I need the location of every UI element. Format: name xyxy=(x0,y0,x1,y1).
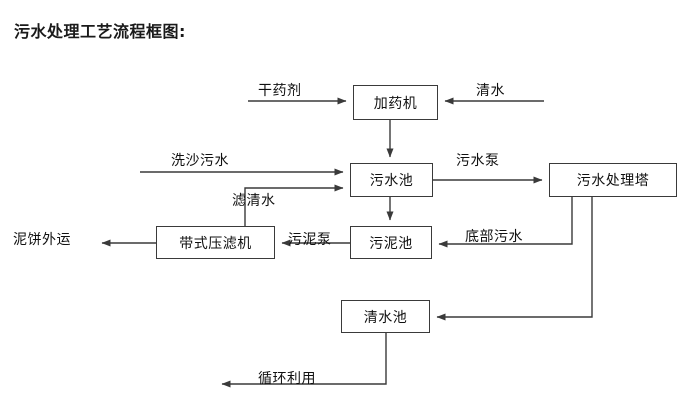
edge-tower-bottom-to-sludge xyxy=(438,197,573,248)
node-dosing-machine[interactable]: 加药机 xyxy=(353,85,438,120)
edge-press-to-wastewater-pool xyxy=(244,184,344,226)
edge-label-dry-reagent: 干药剂 xyxy=(258,83,302,99)
node-label: 清水池 xyxy=(363,309,408,326)
edge-label-sludge-pump: 污泥泵 xyxy=(288,232,332,248)
edge-label-sewage-pump: 污水泵 xyxy=(456,153,500,169)
node-label: 污水处理塔 xyxy=(576,173,650,189)
node-sludge-pool[interactable]: 污泥池 xyxy=(350,226,432,259)
edge-label-clean-water: 清水 xyxy=(476,83,505,99)
edge-clearwater-pool-to-recycle xyxy=(221,333,387,388)
edge-label-bottom-sewage: 底部污水 xyxy=(465,229,523,245)
edge-label-recycle-reuse: 循环利用 xyxy=(258,371,316,387)
node-label: 带式压滤机 xyxy=(179,235,252,252)
page-title: 污水处理工艺流程框图: xyxy=(14,22,186,41)
edges-group xyxy=(101,97,593,388)
node-wastewater-pool[interactable]: 污水池 xyxy=(350,163,433,197)
node-label: 污水池 xyxy=(369,173,414,189)
node-label: 污泥池 xyxy=(369,235,413,252)
edge-label-mud-cake-export: 泥饼外运 xyxy=(13,232,71,248)
edge-label-filtered-water: 滤清水 xyxy=(232,193,276,209)
node-treatment-tower[interactable]: 污水处理塔 xyxy=(549,163,677,197)
node-clearwater-pool[interactable]: 清水池 xyxy=(341,300,430,333)
node-belt-filter-press[interactable]: 带式压滤机 xyxy=(156,226,275,259)
node-label: 加药机 xyxy=(373,95,418,112)
edge-label-sand-wash-sewage: 洗沙污水 xyxy=(171,153,229,169)
edge-tower-to-clearwater-pool xyxy=(436,197,593,321)
